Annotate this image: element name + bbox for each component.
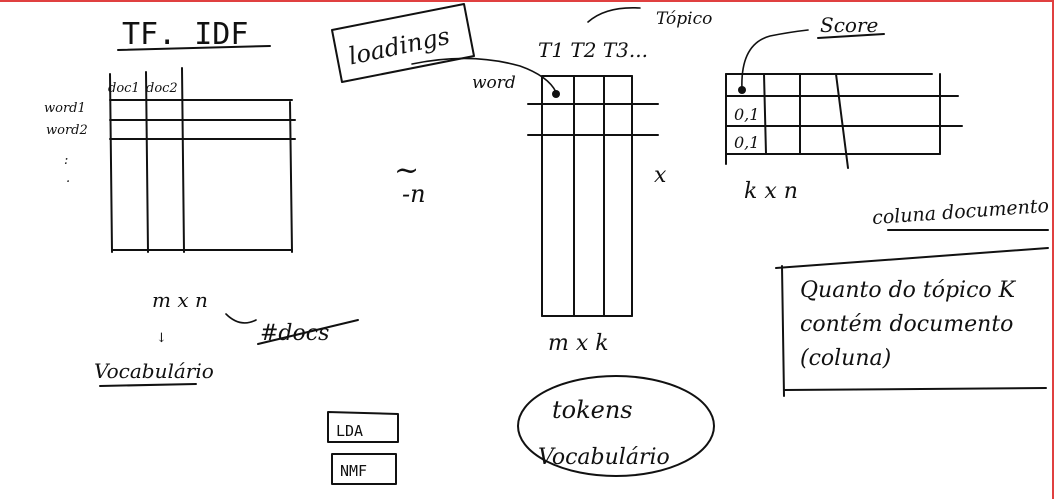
- loadings-matrix: [527, 75, 659, 317]
- column-document-label: coluna documento: [871, 195, 1049, 229]
- lda-label: LDA: [336, 422, 363, 440]
- topic-pointer: [587, 6, 641, 23]
- nmf-box: NMF: [331, 453, 397, 485]
- loadings-arrow-dot: [552, 90, 560, 98]
- approx-symbol-2: -n: [402, 180, 426, 208]
- multiply-symbol: x: [654, 163, 667, 188]
- score-underline: [817, 33, 885, 39]
- topic-label: Tópico: [656, 9, 712, 29]
- tokens-ellipse: [517, 375, 715, 477]
- loadings-arrow: [411, 57, 557, 93]
- score-cell-2: 0,1: [734, 133, 759, 152]
- tfidf-title-underline: [117, 45, 271, 51]
- tfidf-matrix: [109, 67, 296, 253]
- lda-box: LDA: [327, 411, 399, 443]
- score-matrix: [725, 73, 963, 169]
- topic-note: Quanto do tópico K contém documento (col…: [800, 278, 1016, 371]
- score-arrow: [741, 29, 809, 91]
- topic-note-box: [775, 247, 1049, 397]
- score-cell-1: 0,1: [734, 105, 759, 124]
- ellipse-line-vocab: Vocabulário: [538, 445, 670, 470]
- loadings-box: loadings: [331, 3, 475, 83]
- nmf-label: NMF: [340, 462, 367, 480]
- approx-symbol-1: ~: [394, 153, 419, 188]
- topic-note-text: Quanto do tópico K contém documento (col…: [800, 278, 1016, 371]
- score-label: Score: [820, 13, 878, 37]
- tfidf-row-label-dots-2: .: [66, 171, 70, 186]
- ellipse-line-tokens: tokens: [552, 396, 633, 424]
- score-dims: k x n: [744, 179, 798, 204]
- word-label: word: [472, 73, 516, 93]
- tfidf-down-arrow: ↓: [156, 331, 167, 346]
- tfidf-dims: m x n: [152, 288, 208, 312]
- tfidf-docs-label: #docs: [260, 321, 329, 346]
- tfidf-row-label-word2: word2: [46, 123, 88, 138]
- loadings-dims: m x k: [548, 331, 609, 356]
- tfidf-docs-underline: [257, 319, 359, 345]
- tfidf-vocab-underline: [99, 383, 197, 387]
- tfidf-row-label-dots-1: :: [64, 153, 68, 168]
- tfidf-col-label-doc2: doc2: [146, 81, 178, 96]
- topic-columns-label: T1 T2 T3...: [538, 38, 648, 62]
- tfidf-vocab-label: Vocabulário: [94, 359, 214, 383]
- tfidf-col-label-doc1: doc1: [108, 81, 140, 96]
- tfidf-row-label-word1: word1: [44, 101, 86, 116]
- tfidf-dims-arrow: [225, 313, 257, 324]
